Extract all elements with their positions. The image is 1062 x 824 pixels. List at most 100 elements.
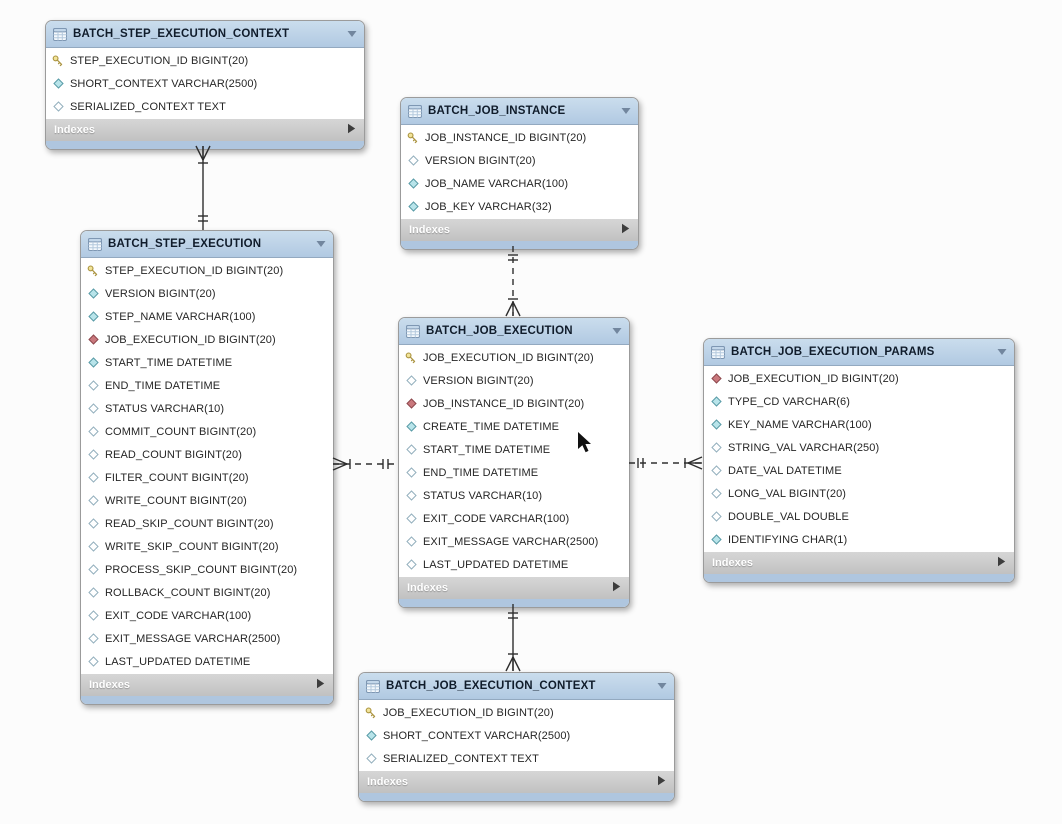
- column-row[interactable]: SHORT_CONTEXT VARCHAR(2500): [359, 724, 674, 747]
- column-row[interactable]: SERIALIZED_CONTEXT TEXT: [359, 747, 674, 770]
- not-null-column-icon: [404, 421, 418, 432]
- column-row[interactable]: WRITE_SKIP_COUNT BIGINT(20): [81, 535, 333, 558]
- column-row[interactable]: WRITE_COUNT BIGINT(20): [81, 489, 333, 512]
- indexes-section[interactable]: Indexes: [399, 577, 629, 599]
- column-row[interactable]: JOB_EXECUTION_ID BIGINT(20): [359, 701, 674, 724]
- not-null-column-icon: [364, 730, 378, 741]
- columns-list: STEP_EXECUTION_ID BIGINT(20)VERSION BIGI…: [81, 258, 333, 674]
- column-row[interactable]: TYPE_CD VARCHAR(6): [704, 390, 1014, 413]
- rel-job-execution-to-step-execution[interactable]: [332, 457, 397, 471]
- column-row[interactable]: ROLLBACK_COUNT BIGINT(20): [81, 581, 333, 604]
- column-row[interactable]: STEP_EXECUTION_ID BIGINT(20): [81, 259, 333, 282]
- primary-key-icon: [406, 131, 420, 144]
- column-row[interactable]: STATUS VARCHAR(10): [81, 397, 333, 420]
- table-batch-job-execution[interactable]: BATCH_JOB_EXECUTION JOB_EXECUTION_ID BIGI…: [398, 317, 630, 608]
- table-grid-icon: [53, 27, 67, 41]
- column-row[interactable]: STEP_EXECUTION_ID BIGINT(20): [46, 49, 364, 72]
- table-header[interactable]: BATCH_JOB_EXECUTION_CONTEXT: [359, 673, 674, 700]
- indexes-section[interactable]: Indexes: [359, 771, 674, 793]
- column-row[interactable]: COMMIT_COUNT BIGINT(20): [81, 420, 333, 443]
- column-row[interactable]: STATUS VARCHAR(10): [399, 484, 629, 507]
- column-row[interactable]: END_TIME DATETIME: [81, 374, 333, 397]
- column-row[interactable]: VERSION BIGINT(20): [399, 369, 629, 392]
- table-header[interactable]: BATCH_JOB_EXECUTION_PARAMS: [704, 339, 1014, 366]
- indexes-section[interactable]: Indexes: [401, 219, 638, 241]
- nullable-column-icon: [404, 559, 418, 570]
- column-row[interactable]: SHORT_CONTEXT VARCHAR(2500): [46, 72, 364, 95]
- table-header[interactable]: BATCH_STEP_EXECUTION_CONTEXT: [46, 21, 364, 48]
- indexes-label: Indexes: [54, 124, 95, 136]
- column-row[interactable]: END_TIME DATETIME: [399, 461, 629, 484]
- nullable-column-icon: [404, 467, 418, 478]
- column-row[interactable]: JOB_KEY VARCHAR(32): [401, 195, 638, 218]
- expand-indexes-icon[interactable]: [621, 223, 630, 237]
- indexes-section[interactable]: Indexes: [46, 119, 364, 141]
- collapse-arrow-icon[interactable]: [621, 102, 631, 120]
- column-row[interactable]: STRING_VAL VARCHAR(250): [704, 436, 1014, 459]
- column-row[interactable]: SERIALIZED_CONTEXT TEXT: [46, 95, 364, 118]
- expand-indexes-icon[interactable]: [316, 678, 325, 692]
- expand-indexes-icon[interactable]: [657, 775, 666, 789]
- column-row[interactable]: CREATE_TIME DATETIME: [399, 415, 629, 438]
- expand-indexes-icon[interactable]: [347, 123, 356, 137]
- collapse-arrow-icon[interactable]: [997, 343, 1007, 361]
- table-header[interactable]: BATCH_JOB_EXECUTION: [399, 318, 629, 345]
- expand-indexes-icon[interactable]: [997, 556, 1006, 570]
- column-definition: FILTER_COUNT BIGINT(20): [105, 471, 249, 484]
- indexes-section[interactable]: Indexes: [704, 552, 1014, 574]
- column-definition: SERIALIZED_CONTEXT TEXT: [70, 100, 226, 113]
- column-row[interactable]: LAST_UPDATED DATETIME: [81, 650, 333, 673]
- column-row[interactable]: START_TIME DATETIME: [81, 351, 333, 374]
- table-title: BATCH_JOB_EXECUTION: [426, 325, 573, 337]
- column-row[interactable]: READ_SKIP_COUNT BIGINT(20): [81, 512, 333, 535]
- column-row[interactable]: FILTER_COUNT BIGINT(20): [81, 466, 333, 489]
- rel-job-execution-to-job-execution-context[interactable]: [505, 604, 521, 672]
- rel-job-execution-to-params[interactable]: [629, 456, 703, 470]
- column-row[interactable]: LONG_VAL BIGINT(20): [704, 482, 1014, 505]
- column-definition: START_TIME DATETIME: [105, 356, 233, 369]
- column-row[interactable]: EXIT_CODE VARCHAR(100): [399, 507, 629, 530]
- column-row[interactable]: KEY_NAME VARCHAR(100): [704, 413, 1014, 436]
- column-row[interactable]: EXIT_MESSAGE VARCHAR(2500): [81, 627, 333, 650]
- column-row[interactable]: JOB_INSTANCE_ID BIGINT(20): [399, 392, 629, 415]
- table-header[interactable]: BATCH_STEP_EXECUTION: [81, 231, 333, 258]
- column-definition: DOUBLE_VAL DOUBLE: [728, 510, 849, 523]
- column-row[interactable]: IDENTIFYING CHAR(1): [704, 528, 1014, 551]
- collapse-arrow-icon[interactable]: [612, 322, 622, 340]
- primary-key-icon: [364, 706, 378, 719]
- column-row[interactable]: DOUBLE_VAL DOUBLE: [704, 505, 1014, 528]
- column-row[interactable]: JOB_EXECUTION_ID BIGINT(20): [399, 346, 629, 369]
- indexes-label: Indexes: [712, 557, 753, 569]
- collapse-arrow-icon[interactable]: [316, 235, 326, 253]
- column-row[interactable]: VERSION BIGINT(20): [401, 149, 638, 172]
- column-row[interactable]: JOB_NAME VARCHAR(100): [401, 172, 638, 195]
- column-row[interactable]: JOB_EXECUTION_ID BIGINT(20): [81, 328, 333, 351]
- collapse-arrow-icon[interactable]: [347, 25, 357, 43]
- column-row[interactable]: LAST_UPDATED DATETIME: [399, 553, 629, 576]
- rel-job-instance-to-job-execution[interactable]: [505, 246, 521, 317]
- column-row[interactable]: EXIT_CODE VARCHAR(100): [81, 604, 333, 627]
- table-bottom-strip: [399, 599, 629, 607]
- column-row[interactable]: JOB_INSTANCE_ID BIGINT(20): [401, 126, 638, 149]
- column-row[interactable]: START_TIME DATETIME: [399, 438, 629, 461]
- column-row[interactable]: READ_COUNT BIGINT(20): [81, 443, 333, 466]
- column-row[interactable]: PROCESS_SKIP_COUNT BIGINT(20): [81, 558, 333, 581]
- table-header[interactable]: BATCH_JOB_INSTANCE: [401, 98, 638, 125]
- column-row[interactable]: EXIT_MESSAGE VARCHAR(2500): [399, 530, 629, 553]
- indexes-section[interactable]: Indexes: [81, 674, 333, 696]
- rel-step-execution-context-to-step-execution[interactable]: [195, 145, 211, 230]
- expand-indexes-icon[interactable]: [612, 581, 621, 595]
- column-row[interactable]: STEP_NAME VARCHAR(100): [81, 305, 333, 328]
- collapse-arrow-icon[interactable]: [657, 677, 667, 695]
- column-definition: EXIT_CODE VARCHAR(100): [105, 609, 252, 622]
- column-row[interactable]: JOB_EXECUTION_ID BIGINT(20): [704, 367, 1014, 390]
- column-row[interactable]: VERSION BIGINT(20): [81, 282, 333, 305]
- foreign-key-column-icon: [404, 398, 418, 409]
- column-row[interactable]: DATE_VAL DATETIME: [704, 459, 1014, 482]
